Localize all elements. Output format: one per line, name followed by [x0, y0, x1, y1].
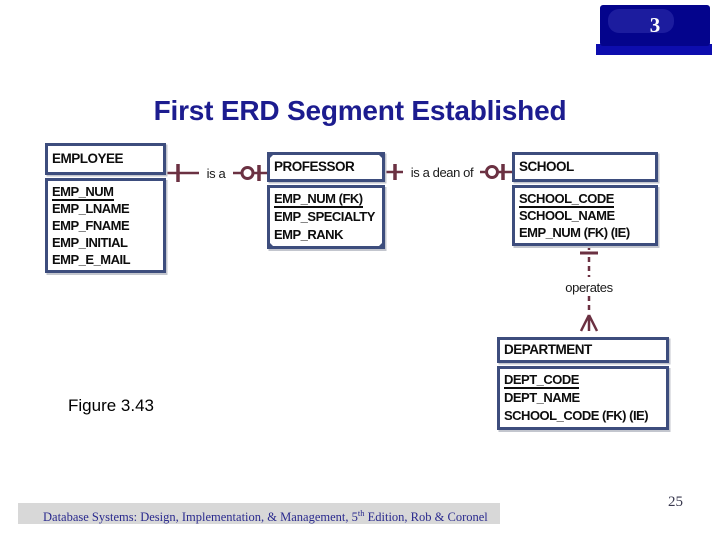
attribute-row: DEPT_CODE — [504, 371, 666, 389]
attribute-row: EMP_NUM — [52, 183, 163, 201]
rounded-corner-decoration — [376, 152, 385, 161]
relationship-label-is-a: is a — [199, 166, 233, 181]
optional-circle-icon — [485, 165, 499, 179]
rounded-corner-decoration — [267, 240, 276, 249]
entity-employee-name: EMPLOYEE — [45, 143, 166, 175]
attribute-row: EMP_NUM (FK) — [274, 190, 382, 208]
entity-school-name: SCHOOL — [512, 152, 658, 182]
attribute-row: EMP_INITIAL — [52, 235, 128, 250]
relationship-label-operates: operates — [560, 280, 618, 295]
slide-number: 3 — [649, 13, 661, 37]
footer-text: Database Systems: Design, Implementation… — [43, 510, 358, 525]
entity-professor-attributes: EMP_NUM (FK) EMP_SPECIALTY EMP_RANK — [267, 185, 385, 249]
primary-key-attribute: EMP_NUM (FK) — [274, 191, 363, 208]
entity-employee: EMPLOYEE EMP_NUM EMP_LNAME EMP_FNAME EMP… — [45, 143, 166, 273]
entity-employee-attributes: EMP_NUM EMP_LNAME EMP_FNAME EMP_INITIAL … — [45, 178, 166, 273]
entity-professor: PROFESSOR EMP_NUM (FK) EMP_SPECIALTY EMP… — [267, 152, 385, 249]
footer-citation: Database Systems: Design, Implementation… — [18, 503, 500, 524]
crowsfoot-many-icon — [579, 314, 599, 332]
attribute-row: EMP_RANK — [274, 227, 343, 242]
attribute-row: EMP_NUM (FK) (IE) — [519, 225, 630, 240]
slide-number-box: 3 — [600, 5, 710, 46]
primary-key-attribute: DEPT_CODE — [504, 372, 579, 389]
rounded-corner-decoration — [267, 152, 276, 161]
footer-text-rest: Edition, Rob & Coronel — [364, 510, 488, 525]
entity-department-name: DEPARTMENT — [497, 337, 669, 363]
rounded-corner-decoration — [376, 240, 385, 249]
entity-professor-name: PROFESSOR — [267, 152, 385, 182]
entity-school: SCHOOL SCHOOL_CODE SCHOOL_NAME EMP_NUM (… — [512, 152, 658, 246]
figure-caption: Figure 3.43 — [68, 396, 154, 415]
attribute-row: SCHOOL_CODE — [519, 190, 655, 208]
attribute-row: SCHOOL_NAME — [519, 208, 615, 223]
slide-number-highlight-decoration — [608, 9, 674, 33]
attribute-row: EMP_E_MAIL — [52, 252, 131, 267]
footer-ordinal: th — [357, 508, 365, 518]
primary-key-attribute: SCHOOL_CODE — [519, 191, 614, 208]
attribute-row: DEPT_NAME — [504, 390, 580, 405]
relationship-label-is-a-dean-of: is a dean of — [404, 165, 480, 180]
attribute-row: SCHOOL_CODE (FK) (IE) — [504, 408, 649, 423]
attribute-row: EMP_LNAME — [52, 201, 130, 216]
slide-number-strip-decoration — [596, 44, 712, 55]
entity-department-attributes: DEPT_CODE DEPT_NAME SCHOOL_CODE (FK) (IE… — [497, 366, 669, 430]
entity-school-attributes: SCHOOL_CODE SCHOOL_NAME EMP_NUM (FK) (IE… — [512, 185, 658, 246]
page-number: 25 — [668, 494, 683, 510]
slide-title: First ERD Segment Established — [153, 95, 567, 126]
attribute-row: EMP_FNAME — [52, 218, 130, 233]
primary-key-attribute: EMP_NUM — [52, 184, 114, 201]
attribute-row: EMP_SPECIALTY — [274, 209, 375, 224]
entity-department: DEPARTMENT DEPT_CODE DEPT_NAME SCHOOL_CO… — [497, 337, 669, 430]
optional-circle-icon — [240, 166, 255, 180]
